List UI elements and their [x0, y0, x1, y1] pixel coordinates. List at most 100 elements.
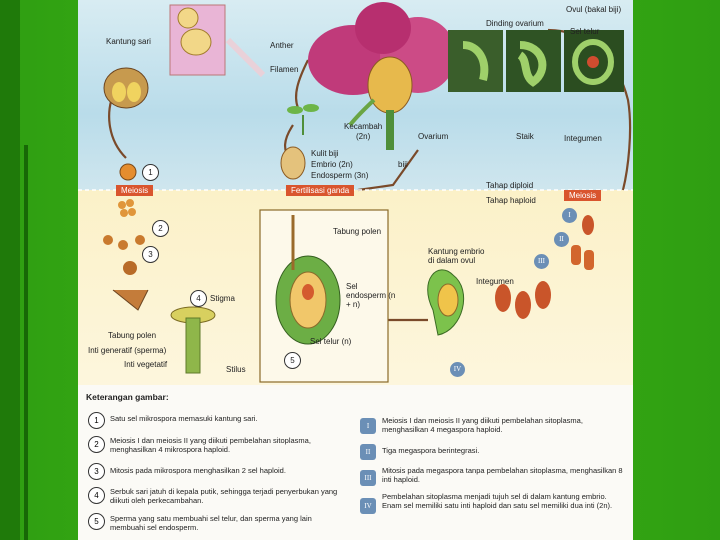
flower-stem	[386, 110, 394, 150]
flower-petal-top	[355, 2, 411, 54]
legend-number-3: 3	[88, 463, 105, 480]
label-integumen-top: Integumen	[564, 135, 602, 144]
label-biji: biji	[398, 161, 408, 170]
egg-cell-top	[587, 56, 599, 68]
step-marker-3: 3	[142, 246, 159, 263]
pistil-stigma	[171, 307, 215, 373]
pollen-grain-1	[103, 235, 113, 245]
step-marker-1: 1	[142, 164, 159, 181]
label-tabung-polen-center: Tabung polen	[333, 228, 383, 237]
pollen-sac-chamber-left	[112, 82, 126, 102]
ovule-development-panels	[448, 30, 624, 92]
style-column	[186, 318, 200, 373]
label-staik: Staik	[516, 133, 534, 142]
step-marker-2: 2	[152, 220, 169, 237]
megaspore-stage-2	[584, 250, 594, 270]
step-marker-5: 5	[284, 352, 301, 369]
label-kecambah: Kecambah	[344, 123, 382, 132]
life-cycle-diagram	[78, 0, 633, 385]
label-kulit-biji: Kulit biji	[311, 150, 339, 159]
microspore-1	[118, 201, 126, 209]
microspore-mother-cell	[120, 164, 136, 180]
label-kantung-sari: Kantung sari	[106, 38, 151, 47]
label-ovul: Ovul (bakal biji)	[566, 6, 621, 15]
label-stigma: Stigma	[210, 295, 235, 304]
anther-lobe	[181, 29, 211, 55]
microspore-4	[128, 208, 136, 216]
legend-number-4: 4	[88, 487, 105, 504]
legend-text-3: Mitosis pada mikrospora menghasilkan 2 s…	[110, 466, 340, 475]
legend-title: Keterangan gambar:	[86, 392, 169, 402]
legend-text-II: Tiga megaspora berintegrasi.	[382, 446, 627, 455]
pollen-grain-3	[135, 235, 145, 245]
label-kantung-embrio: Kantung embrio di dalam ovul	[428, 248, 488, 266]
label-embrio: Embrio (2n)	[311, 161, 353, 170]
megaspore-stage-1	[571, 245, 581, 265]
band-fertilisasi: Fertilisasi ganda	[286, 185, 354, 196]
legend-text-5: Sperma yang satu membuahi sel telur, dan…	[110, 514, 340, 533]
slide-left-stripe	[24, 145, 28, 540]
label-sel-endosperm: Sel endosperm (n + n)	[346, 283, 396, 309]
label-ovarium: Ovarium	[418, 133, 448, 142]
label-endosperm: Endosperm (3n)	[311, 172, 368, 181]
megaspore-four-nuclei	[495, 284, 511, 312]
filament-stalk	[228, 40, 263, 75]
pollen-sac-chamber-right	[127, 82, 141, 102]
arrow-stage-link	[358, 150, 418, 190]
pollen-sac-section	[104, 68, 148, 108]
label-tahap-haploid: Tahap haploid	[486, 197, 536, 206]
microspore-2	[126, 199, 134, 207]
megaspore-surviving	[535, 281, 551, 309]
seedling-leaf-right	[303, 104, 319, 112]
legend-number-1: 1	[88, 412, 105, 429]
label-sel-telur-bottom: Sel telur (n)	[310, 338, 351, 347]
stage-marker-I: I	[562, 208, 577, 223]
legend-numeral-I: I	[360, 418, 376, 434]
label-filamen: Filamen	[270, 66, 298, 75]
ovule-panel-1	[448, 30, 503, 92]
legend-numeral-III: III	[360, 470, 376, 486]
label-stilus: Stilus	[226, 366, 246, 375]
megaspore-mother-cell	[582, 215, 594, 235]
textbook-page: Kantung sari Anther Filamen Ovul (bakal …	[78, 0, 633, 540]
legend-text-I: Meiosis I dan meiosis II yang diikuti pe…	[382, 416, 627, 435]
stage-marker-IV: IV	[450, 362, 465, 377]
embryo-sac-ovule	[428, 270, 464, 335]
stage-marker-II: II	[554, 232, 569, 247]
anther-closeup	[170, 5, 263, 75]
step-marker-4: 4	[190, 290, 207, 307]
label-inti-generatif: Inti generatif (sperma)	[88, 347, 166, 356]
embryo-sac	[302, 284, 314, 300]
label-anther: Anther	[270, 42, 294, 51]
legend-text-III: Mitosis pada megaspora tanpa pembelahan …	[382, 466, 627, 485]
seedling-leaf-left	[287, 106, 303, 114]
legend-text-4: Serbuk sari jatuh di kepala putik, sehin…	[110, 487, 340, 506]
legend-text-1: Satu sel mikrospora memasuki kantung sar…	[110, 414, 340, 423]
anther-lobe-top	[178, 8, 198, 28]
embryo-sac-interior	[438, 284, 458, 316]
microspore-3	[120, 209, 128, 217]
label-inti-vegetatif: Inti vegetatif	[124, 361, 167, 370]
pollen-sac-outer	[104, 68, 148, 108]
legend-number-5: 5	[88, 513, 105, 530]
ovary-section	[368, 57, 412, 113]
label-integumen-mid: Integumen	[476, 278, 514, 287]
pollen-grain-mature	[123, 261, 137, 275]
band-meiosis-left: Meiosis	[116, 185, 153, 196]
legend-text-2: Meiosis I dan meiosis II yang diikuti pe…	[110, 436, 340, 455]
pollen-grain-2	[118, 240, 128, 250]
seed-section	[281, 147, 305, 179]
label-tahap-diploid: Tahap diploid	[486, 182, 533, 191]
stage-marker-III: III	[534, 254, 549, 269]
legend-number-2: 2	[88, 436, 105, 453]
label-sel-telur-top: Sel telur	[570, 28, 599, 37]
label-dinding-ovarium: Dinding ovarium	[486, 20, 544, 29]
legend-numeral-II: II	[360, 444, 376, 460]
megaspore-eight-nuclei	[515, 291, 531, 319]
legend-numeral-IV: IV	[360, 498, 376, 514]
germinating-pollen	[113, 290, 148, 310]
band-meiosis-right: Meiosis	[564, 190, 601, 201]
legend-text-IV: Pembelahan sitoplasma menjadi tujuh sel …	[382, 492, 627, 511]
label-kecambah-2n: (2n)	[356, 133, 370, 142]
slide-left-bar	[0, 0, 20, 540]
